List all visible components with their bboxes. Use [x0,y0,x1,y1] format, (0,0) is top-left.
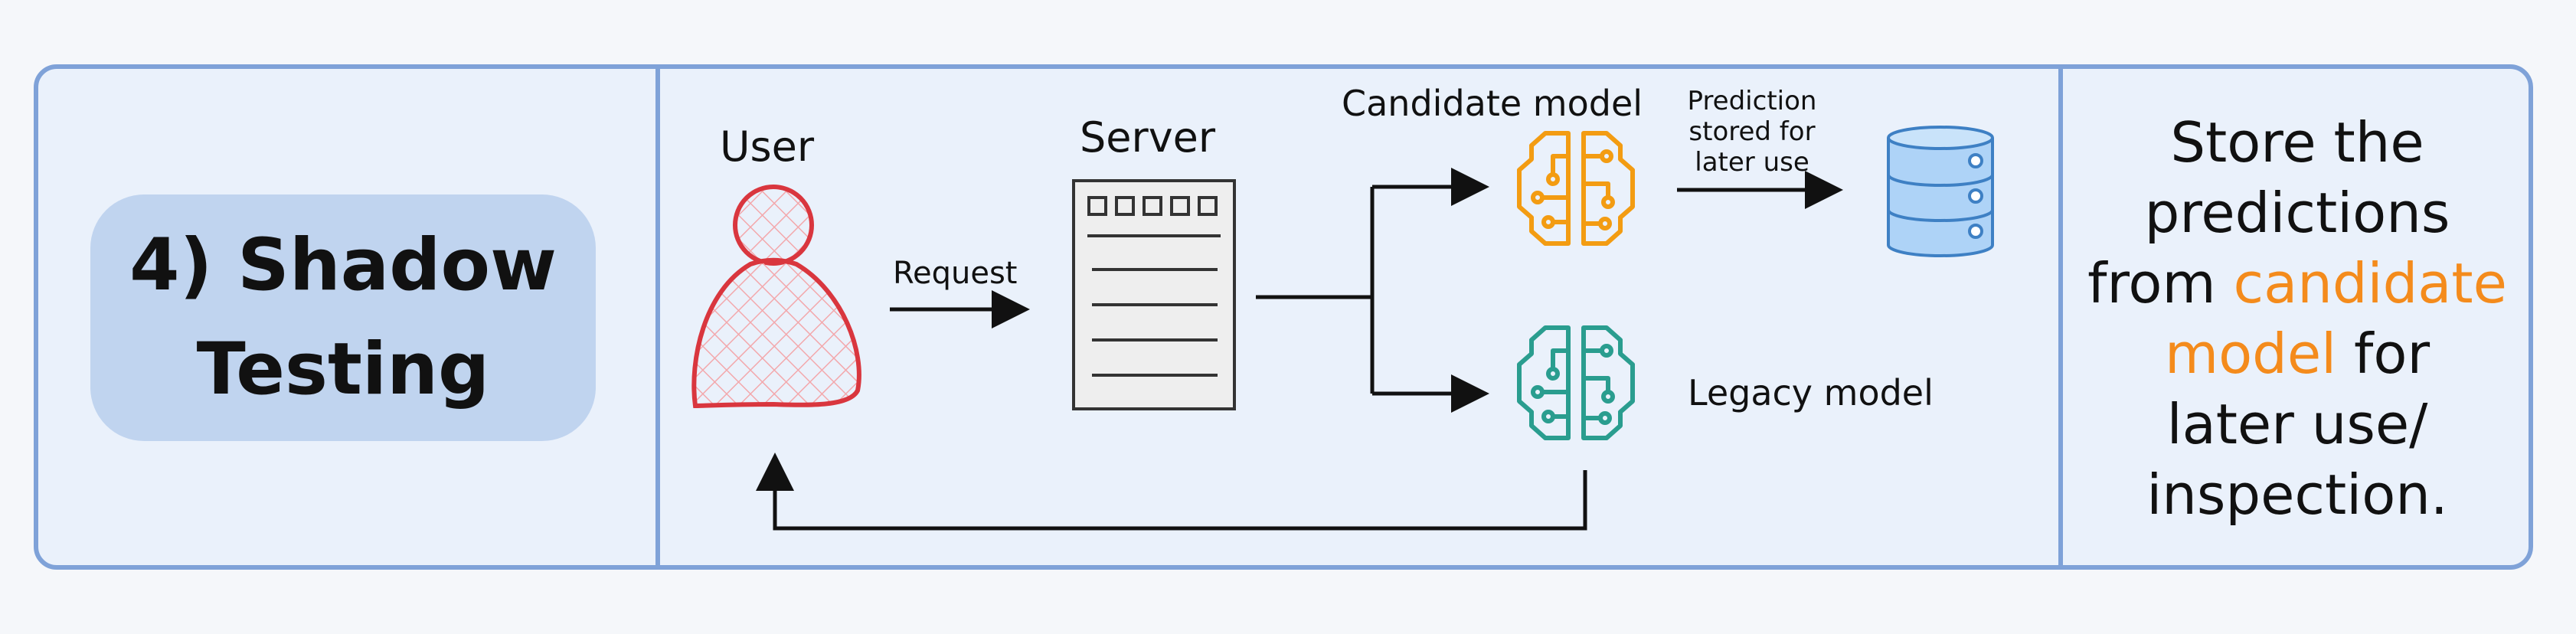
description-line-2: predictions [2144,181,2450,245]
right-divider [2058,64,2063,570]
server-icon [1072,179,1236,410]
user-label: User [720,123,815,171]
split-connector [1256,187,1375,394]
description-from: from [2087,251,2234,315]
legacy-response-arrow [756,453,1587,531]
user-icon [691,185,861,409]
description-for: for [2336,322,2431,386]
request-label: Request [893,256,1018,291]
prediction-note: Prediction stored for later use [1687,86,1817,178]
panel-title-box: 4) Shadow Testing [90,194,596,441]
legacy-model-label: Legacy model [1688,372,1934,413]
description-line-5: later use/ [2166,392,2428,456]
server-label: Server [1080,113,1216,162]
left-divider [655,64,660,570]
description-line-3: from candidate [2068,248,2527,319]
candidate-model-label: Candidate model [1342,83,1643,124]
description-line-4: model for [2068,319,2527,389]
description: Store the predictions from candidate mod… [2068,107,2527,530]
description-highlight-candidate: candidate [2233,251,2507,315]
candidate-brain-icon [1517,131,1635,246]
description-line-1: Store the [2170,110,2424,175]
legacy-brain-icon [1517,325,1635,440]
description-highlight-model: model [2164,322,2337,386]
panel-title: 4) Shadow Testing [129,224,557,411]
description-line-6: inspection. [2146,462,2448,527]
database-icon [1887,126,1994,257]
